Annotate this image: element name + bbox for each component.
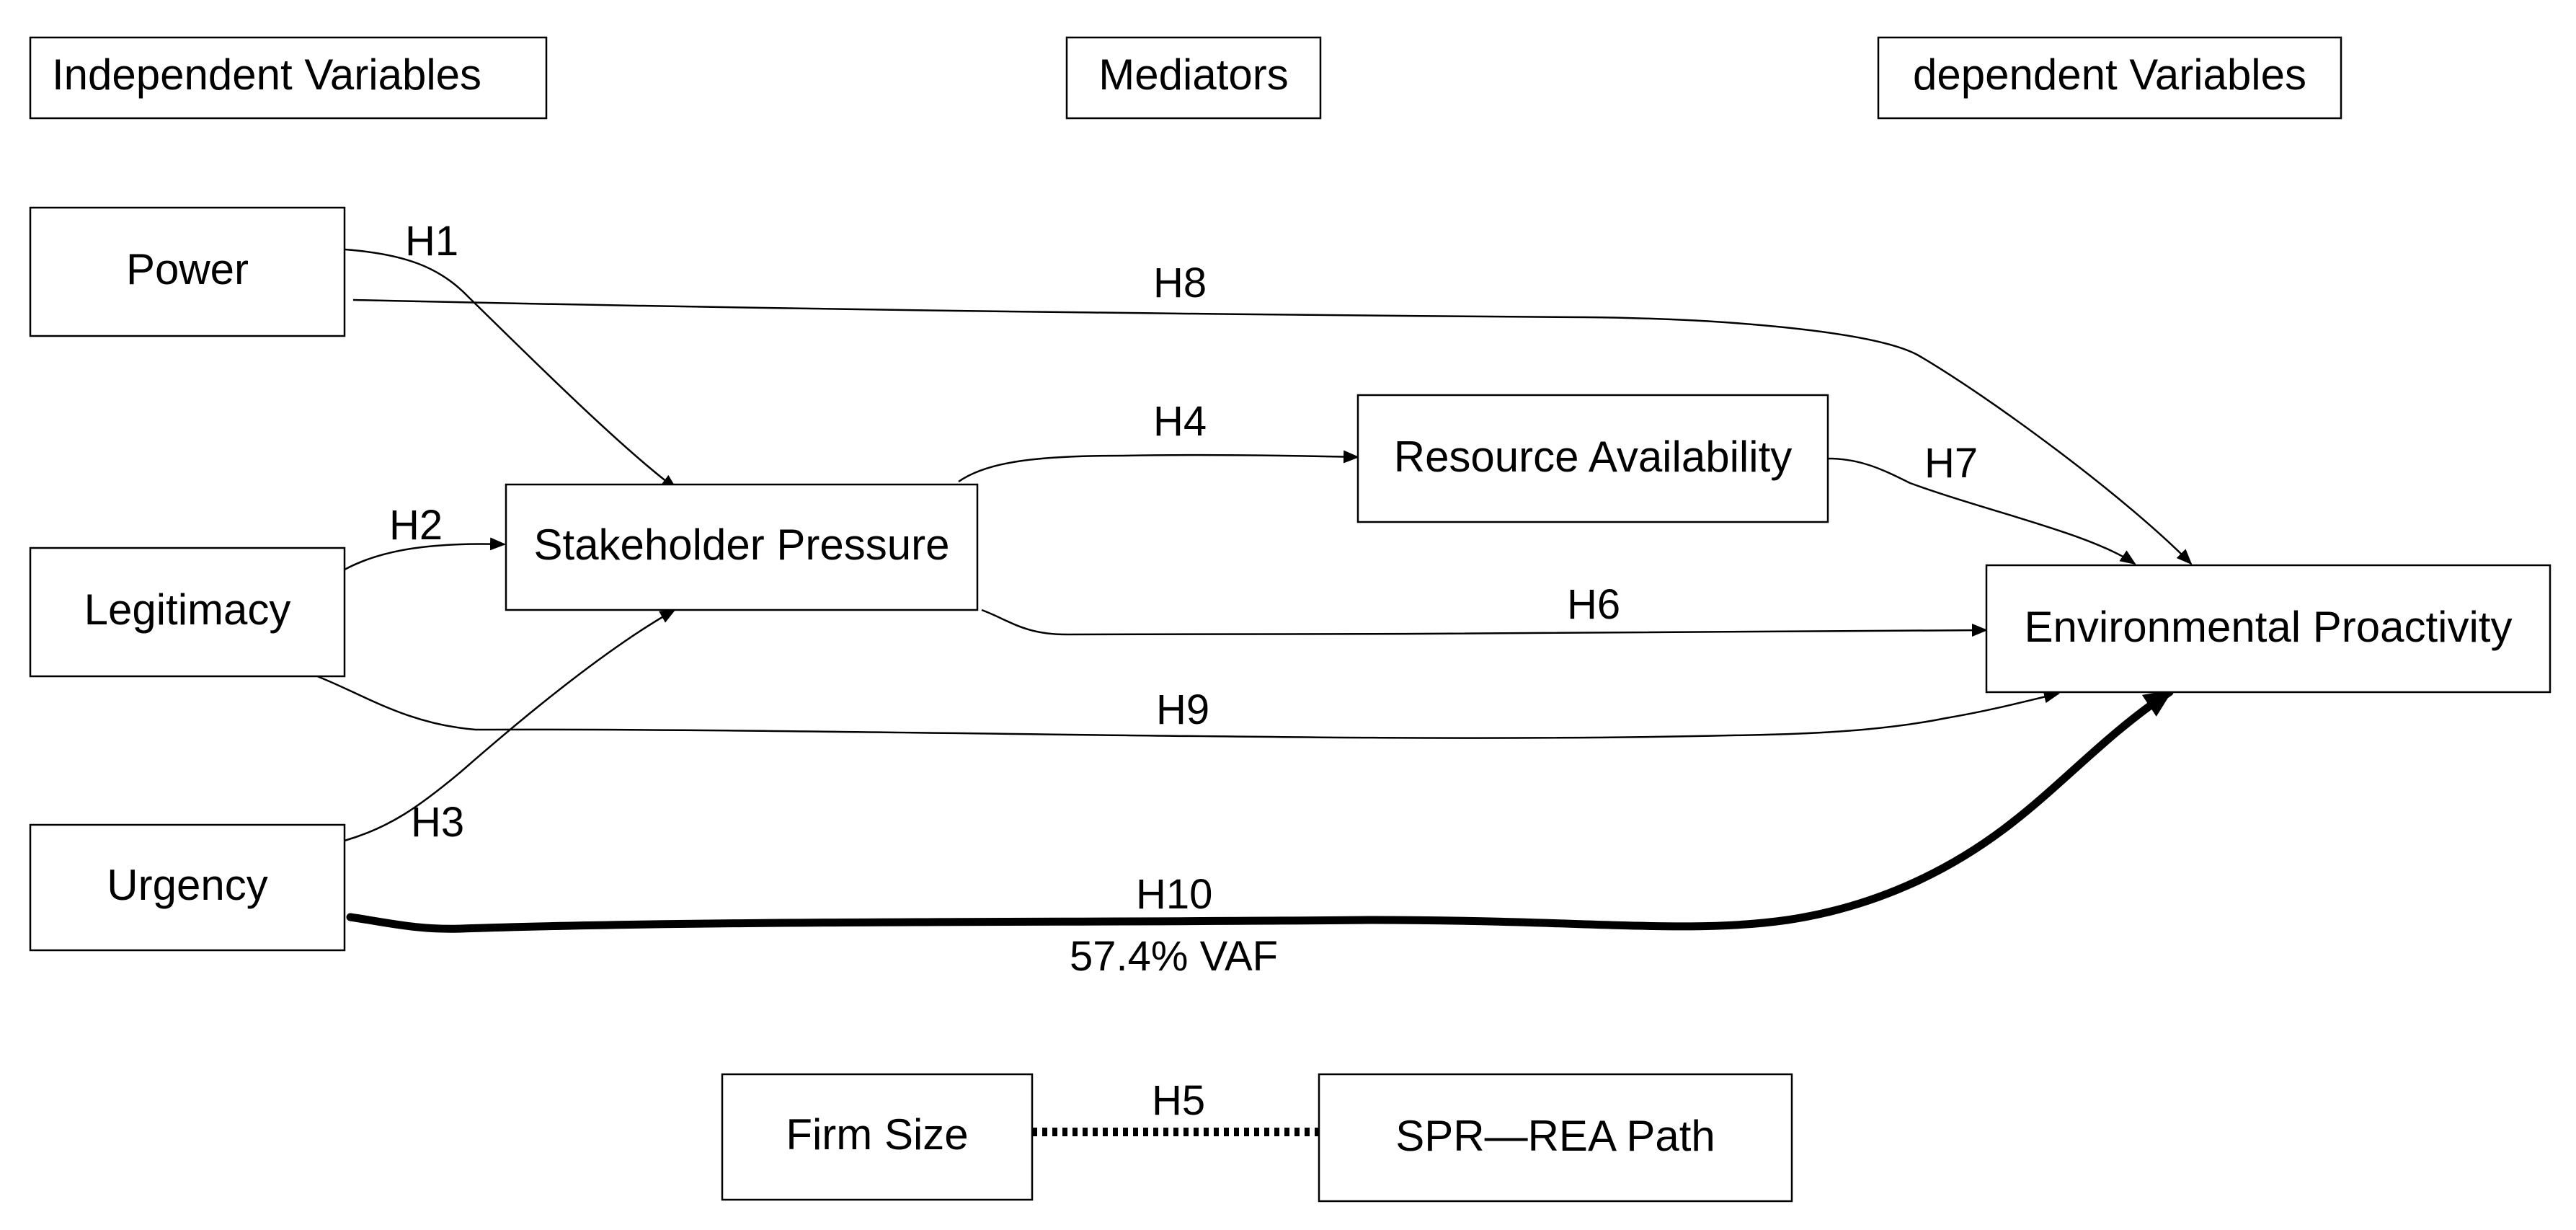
edge-h4-stakeholder-pressure-to-resource-availability — [958, 450, 1359, 483]
edge-label-h7: H7 — [1924, 440, 1978, 487]
edge-label-h10-vaf: 57.4% VAF — [1070, 933, 1278, 980]
edge-h8-power-to-environmental-proactivity — [352, 298, 2193, 565]
node-firm-size: Firm Size — [721, 1073, 1034, 1201]
node-legitimacy: Legitimacy — [29, 547, 346, 678]
edge-h3-urgency-to-stakeholder-pressure — [344, 609, 676, 842]
node-resource-availability-label: Resource Availability — [1394, 433, 1793, 481]
node-environmental-proactivity-label: Environmental Proactivity — [2025, 603, 2513, 651]
header-dependent-variables: dependent Variables — [1877, 36, 2342, 120]
node-spr-rea-path: SPR—REA Path — [1318, 1073, 1793, 1203]
header-mediators: Mediators — [1065, 36, 1322, 120]
edge-h1-power-to-stakeholder-pressure — [344, 248, 678, 490]
edge-label-h8: H8 — [1153, 260, 1207, 306]
edge-h9-legitimacy-to-environmental-proactivity — [309, 672, 2060, 739]
node-power-label: Power — [126, 245, 249, 293]
node-urgency-label: Urgency — [107, 861, 267, 909]
edge-label-h6: H6 — [1567, 581, 1620, 628]
node-spr-rea-path-label: SPR—REA Path — [1395, 1112, 1715, 1160]
header-independent-variables: Independent Variables — [29, 36, 548, 120]
edge-label-h1: H1 — [405, 218, 458, 265]
edge-label-h2: H2 — [389, 502, 443, 549]
header-dependent-variables-label: dependent Variables — [1913, 50, 2306, 99]
edge-label-h9: H9 — [1156, 686, 1209, 733]
header-mediators-label: Mediators — [1098, 50, 1288, 99]
node-stakeholder-pressure: Stakeholder Pressure — [505, 483, 979, 611]
edge-h10-urgency-to-environmental-proactivity — [346, 688, 2174, 933]
node-resource-availability: Resource Availability — [1356, 394, 1829, 523]
node-environmental-proactivity: Environmental Proactivity — [1985, 564, 2551, 694]
edge-h7-resource-availability-to-environmental-proactivity — [1827, 457, 2136, 565]
edge-label-h10: H10 — [1136, 871, 1212, 918]
edge-label-h3: H3 — [411, 799, 464, 846]
node-stakeholder-pressure-label: Stakeholder Pressure — [534, 521, 950, 569]
header-independent-variables-label: Independent Variables — [52, 50, 481, 99]
edge-h2-legitimacy-to-stakeholder-pressure — [344, 537, 506, 571]
node-firm-size-label: Firm Size — [786, 1110, 968, 1159]
edge-h6-stakeholder-pressure-to-environmental-proactivity — [981, 609, 1988, 637]
node-power: Power — [29, 206, 346, 337]
node-legitimacy-label: Legitimacy — [84, 585, 291, 634]
edge-label-h4: H4 — [1153, 398, 1207, 445]
edge-label-h5: H5 — [1152, 1077, 1205, 1124]
node-urgency: Urgency — [29, 823, 346, 952]
